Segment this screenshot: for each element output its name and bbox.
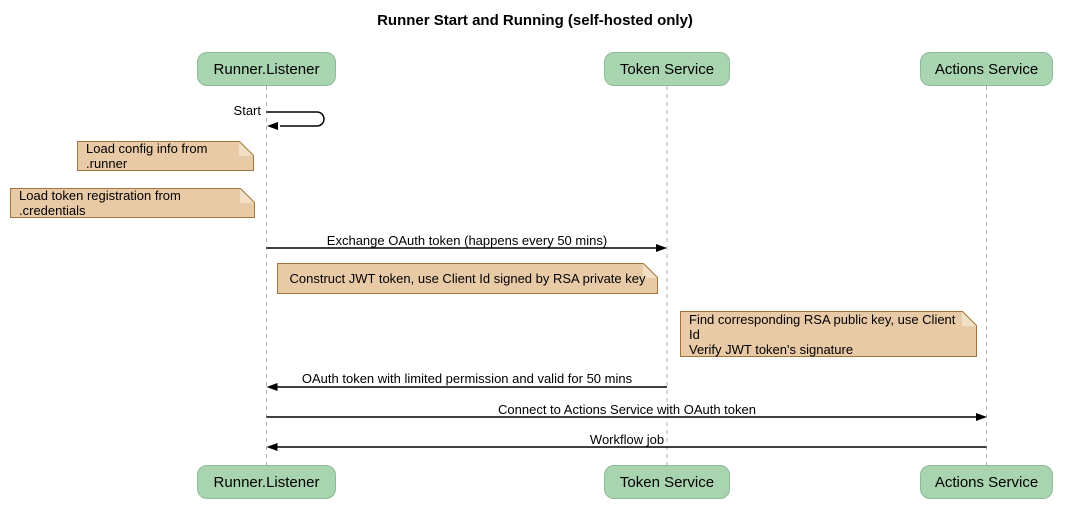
message-label-oauth-return: OAuth token with limited permission and … [301,371,633,386]
note-load-token-registration: Load token registration from .credential… [10,188,255,218]
note-construct-jwt: Construct JWT token, use Client Id signe… [277,263,658,294]
note-load-config: Load config info from .runner [77,141,254,171]
note-fold-icon [962,311,977,326]
participant-bottom-token-service: Token Service [604,465,730,499]
participant-top-token-service: Token Service [604,52,730,86]
note-fold-icon [240,188,255,203]
arrowhead-oauth-return [266,383,278,391]
note-text: Load config info from .runner [86,141,208,171]
note-fold-icon [643,263,658,278]
arrowhead-connect-actions [976,413,987,421]
note-text: Load token registration from .credential… [19,188,181,218]
arrowhead-exchange-oauth [656,244,667,252]
note-text: Construct JWT token, use Client Id signe… [289,271,646,286]
note-fold-icon [239,141,254,156]
participant-bottom-runner-listener: Runner.Listener [197,465,336,499]
diagram-title: Runner Start and Running (self-hosted on… [377,12,693,29]
message-label-workflow-job: Workflow job [589,432,665,447]
participant-bottom-actions-service: Actions Service [920,465,1053,499]
participant-top-actions-service: Actions Service [920,52,1053,86]
arrow-start-self-loop [266,111,325,127]
arrowhead-workflow-job [266,443,278,451]
note-verify-jwt: Find corresponding RSA public key, use C… [680,311,977,357]
message-label-start: Start [233,103,261,118]
message-label-connect-actions: Connect to Actions Service with OAuth to… [498,402,756,417]
participant-top-runner-listener: Runner.Listener [197,52,336,86]
message-label-exchange-oauth: Exchange OAuth token (happens every 50 m… [326,233,608,248]
arrowhead-start [267,122,278,130]
note-text: Find corresponding RSA public key, use C… [689,311,956,357]
